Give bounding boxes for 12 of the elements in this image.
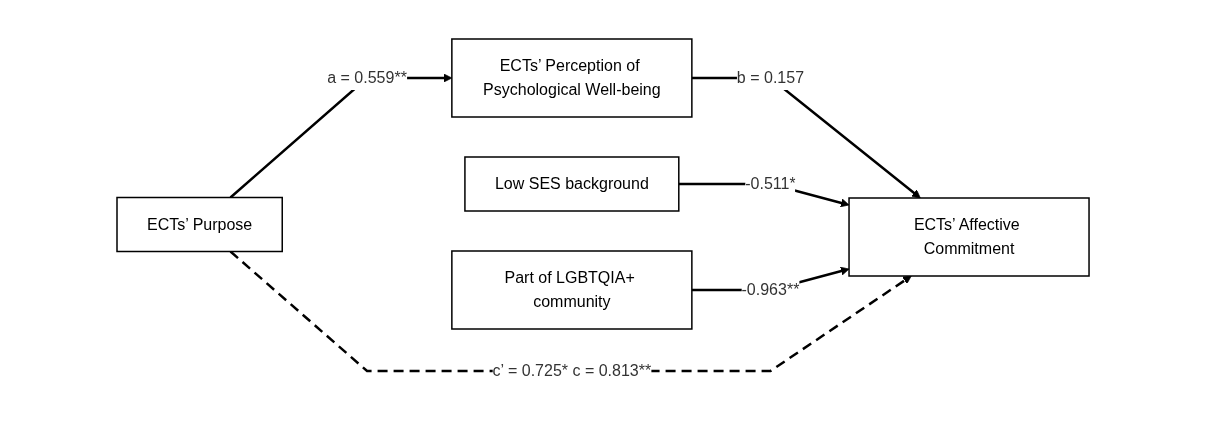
node-box: Part of LGBTQIA+ community [451,249,693,330]
edge-label: a = 0.559** [327,68,407,86]
node-box: Low SES background [464,155,680,212]
edge-label: b = 0.157 [736,68,805,86]
arrow [691,76,921,198]
node-box: ECTs’ Purpose [116,196,283,252]
arrow [229,250,912,372]
edge-label: -0.963** [741,280,800,298]
node-box: ECTs’ Affective Commitment [848,196,1090,277]
edge-label: -0.511* [745,174,796,192]
edge-label: c’ = 0.725* c = 0.813** [492,361,652,379]
node-box: ECTs’ Perception of Psychological Well-being [451,37,693,118]
